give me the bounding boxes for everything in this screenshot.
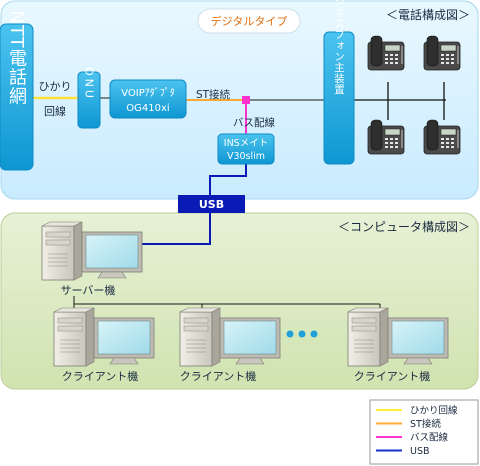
svg-text:ONU: ONU <box>83 67 96 101</box>
bus-junction <box>242 96 250 104</box>
bus-wiring-label: バス配線 <box>233 116 275 129</box>
usb-line <box>140 164 247 245</box>
svg-text:NTT電話網: NTT電話網 <box>6 10 27 105</box>
client-label-3: クライアント機 <box>354 369 431 383</box>
client-label-1: クライアント機 <box>62 369 139 383</box>
phone-wiring <box>354 82 446 120</box>
computer-section-title: ＜コンピュータ構成図＞ <box>338 220 470 234</box>
svg-text:VOIPｱﾀﾞﾌﾟﾀ: VOIPｱﾀﾞﾌﾟﾀ <box>121 87 175 99</box>
usb-label: USB <box>178 195 245 213</box>
svg-text:V30slim: V30slim <box>227 151 265 162</box>
ins-mate-box: INSメイト V30slim <box>217 133 275 165</box>
hikari-label-1: ひかり <box>39 80 72 93</box>
onu-box: ONU <box>77 67 101 129</box>
hikari-label-2: 回線 <box>44 104 66 118</box>
legend-label: USB <box>410 446 430 457</box>
legend-label: バス配線 <box>410 432 449 444</box>
voip-adapter-box: VOIPｱﾀﾞﾌﾟﾀ OG410xi <box>109 79 187 119</box>
svg-text:INSメイト: INSメイト <box>224 138 268 149</box>
server-label: サーバー機 <box>61 283 116 297</box>
telephone-section-title: ＜電話構成図＞ <box>386 7 470 22</box>
svg-text:USB: USB <box>199 198 224 211</box>
svg-text:ビジネスフォン主装置: ビジネスフォン主装置 <box>333 0 345 95</box>
ntt-network-box: NTT電話網 <box>0 10 34 171</box>
svg-text:OG410xi: OG410xi <box>126 103 169 114</box>
business-phone-main-unit: ビジネスフォン主装置 <box>323 0 355 165</box>
legend-label: ST接続 <box>410 418 441 430</box>
ellipsis-dots <box>286 330 318 338</box>
client-label-2: クライアント機 <box>180 369 257 383</box>
svg-text:デジタルタイプ: デジタルタイプ <box>211 14 288 28</box>
st-connection-label: ST接続 <box>196 88 231 101</box>
legend-label: ひかり回線 <box>410 405 458 417</box>
digital-type-callout: デジタルタイプ <box>197 8 301 34</box>
